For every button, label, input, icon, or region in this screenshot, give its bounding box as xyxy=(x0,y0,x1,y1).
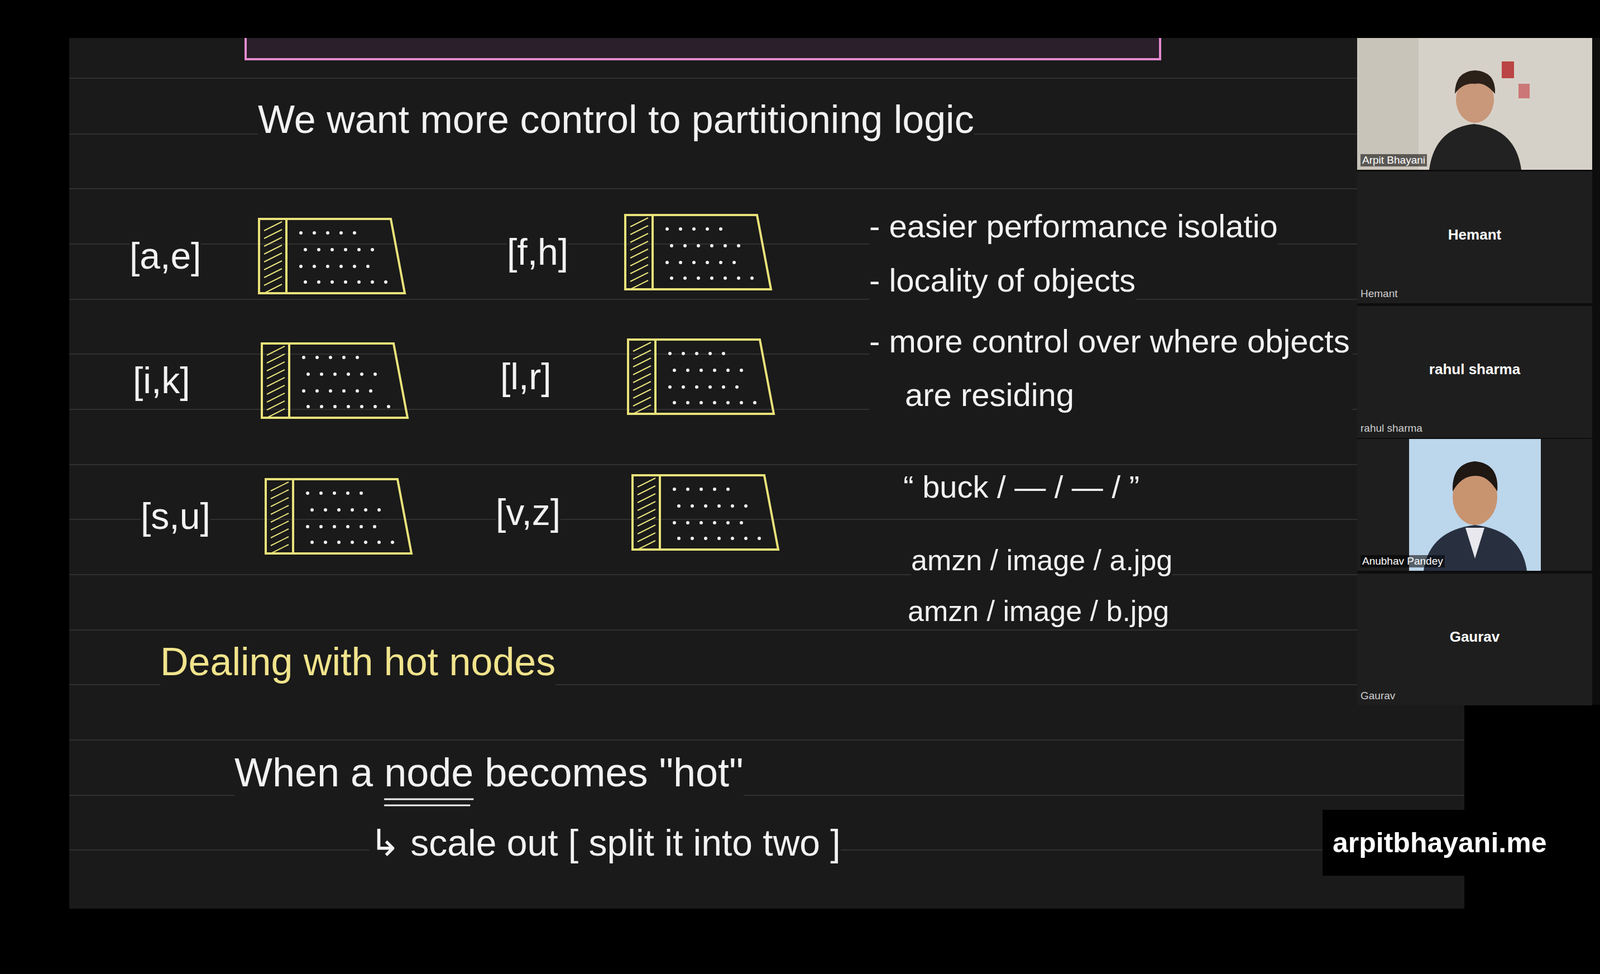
range-label: [s,u] xyxy=(140,494,211,539)
participant-label: Hemant xyxy=(1360,287,1398,300)
participant-name: Hemant xyxy=(1357,226,1593,244)
video-tile xyxy=(1357,305,1593,438)
video-tile xyxy=(1357,573,1593,706)
note-text: amzn / image / a.jpg xyxy=(911,542,1173,578)
person-photo xyxy=(1409,438,1541,571)
video-tile xyxy=(1357,438,1593,571)
note-text: We want more control to partitioning log… xyxy=(257,96,975,143)
watermark-box: arpitbhayani.me xyxy=(1322,809,1557,876)
note-text: When a node becomes "hot" xyxy=(234,748,744,797)
partition-box xyxy=(623,213,773,291)
video-panel xyxy=(1357,37,1600,705)
partition-node: [a,e] xyxy=(129,217,407,295)
range-label: [a,e] xyxy=(129,233,201,279)
note-text: Dealing with hot nodes xyxy=(160,638,556,685)
double-underline xyxy=(384,798,474,800)
range-label: [i,k] xyxy=(132,358,191,403)
participant-label: Gaurav xyxy=(1360,689,1396,702)
person-photo xyxy=(1357,37,1530,170)
note-text: - more control over where objects are re… xyxy=(869,314,1353,422)
video-tile: GauravGaurav xyxy=(1357,573,1593,706)
video-tile: rahul sharma rahul sharma xyxy=(1357,305,1593,438)
video-tile: Arpit Bhayani xyxy=(1357,37,1593,170)
video-tile xyxy=(1357,171,1593,304)
video-tile xyxy=(1357,37,1593,170)
watermark-text: arpitbhayani.me xyxy=(1322,809,1557,876)
partition-box xyxy=(264,477,414,555)
range-label: [l,r] xyxy=(500,354,552,399)
participant-label: rahul sharma xyxy=(1360,422,1423,435)
participant-name: Gaurav xyxy=(1357,628,1593,646)
partition-node: [v,z] xyxy=(495,473,780,552)
board xyxy=(69,37,1465,909)
video-tile: HemantHemant xyxy=(1357,171,1593,304)
partition-box xyxy=(257,217,407,295)
partition-node: [l,r] xyxy=(500,337,776,416)
ruled-lines xyxy=(69,78,1465,850)
note-text: “ buck / — / — / ” xyxy=(903,467,1140,506)
note-text: - easier performance isolatio xyxy=(869,206,1278,246)
note-text: - locality of objects xyxy=(869,260,1136,300)
double-underline xyxy=(384,804,471,807)
note-text: ↳ scale out [ split it into two ] xyxy=(369,820,841,865)
partition-box xyxy=(630,473,780,552)
partition-box xyxy=(260,341,410,420)
range-label: [f,h] xyxy=(506,230,569,275)
participant-label: Anubhav Pandey xyxy=(1360,554,1445,568)
note-text: amzn / image / b.jpg xyxy=(907,593,1170,629)
range-label: [v,z] xyxy=(495,490,561,535)
partition-node: [s,u] xyxy=(140,477,414,555)
participant-label: Arpit Bhayani xyxy=(1360,154,1427,167)
partition-node: [i,k] xyxy=(132,341,410,420)
partition-box xyxy=(626,337,776,416)
pink-box-edge xyxy=(245,37,1161,60)
video-tile: Anubhav Pandey xyxy=(1357,438,1593,571)
partition-node: [f,h] xyxy=(506,213,773,291)
participant-name: rahul sharma xyxy=(1357,360,1593,378)
